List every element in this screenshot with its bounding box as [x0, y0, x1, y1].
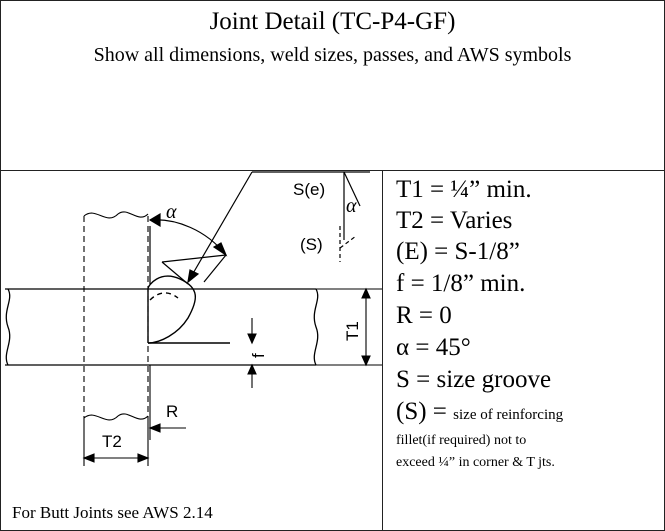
- f-label: f: [249, 353, 268, 358]
- t1-dimension: [316, 287, 382, 367]
- note-s-fillet-text2: fillet(if required) not to: [396, 433, 527, 448]
- note-s-fillet-lead-text: (S) =: [396, 398, 447, 425]
- joint-subtitle: Show all dimensions, weld sizes, passes,…: [93, 44, 572, 66]
- note-e: (E) = S-1/8”: [396, 238, 520, 265]
- note-t2: T2 = Varies: [396, 207, 513, 234]
- horizontal-plate: [5, 288, 319, 366]
- weld-size-symbol-label: S(e): [293, 180, 325, 199]
- alpha-dimension: [148, 212, 228, 285]
- joint-title: Joint Detail (TC-P4-GF): [209, 8, 456, 35]
- note-s-fillet-text3: exceed ¼” in corner & T jts.: [396, 455, 555, 470]
- weld-symbol-leader: [187, 171, 370, 284]
- footer-reference: For Butt Joints see AWS 2.14: [12, 503, 213, 522]
- t1-label: T1: [343, 321, 362, 341]
- f-dimension: [247, 318, 257, 388]
- joint-diagram: α S(e) (S) α T1 f R: [5, 171, 382, 466]
- r-label: R: [166, 402, 178, 421]
- note-alpha: α = 45°: [396, 334, 471, 361]
- groove-weld: [147, 275, 230, 344]
- vertical-member: [83, 211, 149, 421]
- r-dimension: [148, 365, 186, 440]
- t2-dimension: [82, 420, 150, 466]
- note-f: f = 1/8” min.: [396, 270, 526, 297]
- note-s: S = size groove: [396, 366, 552, 393]
- t2-label: T2: [102, 432, 122, 451]
- alpha-symbol-label: α: [346, 195, 357, 217]
- reinforcing-symbol-label: (S): [300, 235, 323, 254]
- section-divider-top: [0, 170, 665, 171]
- notes-divider: [382, 170, 383, 530]
- note-s-fillet-lead: (S) = size of reinforcing: [396, 398, 563, 429]
- note-s-fillet-text1: size of reinforcing: [453, 407, 564, 423]
- note-t1: T1 = ¼” min.: [396, 176, 532, 203]
- alpha-angle-label: α: [166, 201, 177, 223]
- note-r: R = 0: [396, 302, 452, 329]
